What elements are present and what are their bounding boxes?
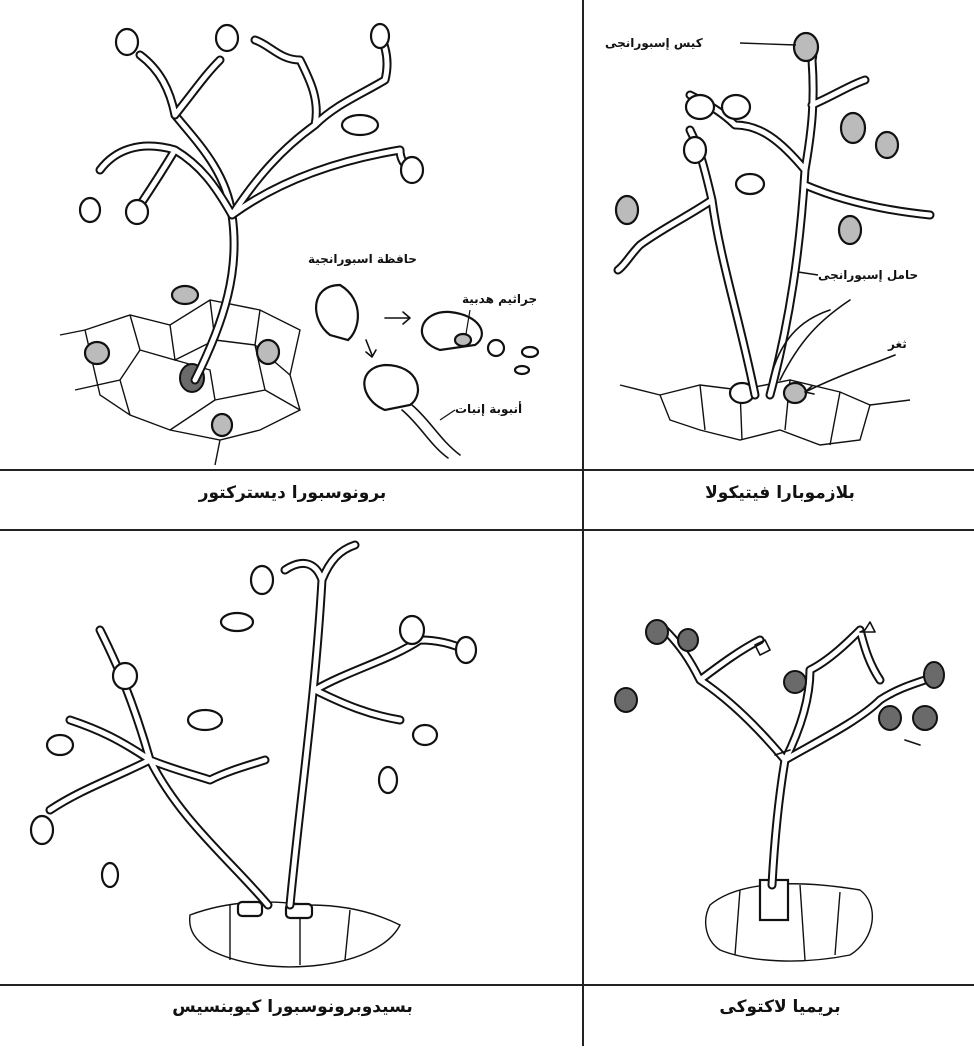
- pseudoperonospora-cubensis-illustration: [31, 545, 476, 967]
- label-germ-tube: أنبوبة إنبات: [455, 402, 522, 416]
- caption-bremia-lactucae: بريميا لاكتوكى: [590, 997, 970, 1017]
- label-sporangium-wall: حافظة اسبورانجية: [308, 252, 417, 266]
- caption-pseudoperonospora-cubensis: بسيدوبرونوسبورا كيوبنسيس: [20, 997, 565, 1017]
- bremia-destructor-illustration: [60, 24, 538, 465]
- sporangiophore-main: [618, 40, 930, 395]
- plasmopara-viticola-illustration: [616, 33, 930, 445]
- sporangiophore-main: [665, 630, 925, 885]
- sporangium-germination-detail: [316, 285, 538, 458]
- label-stoma: ثغر: [888, 337, 907, 351]
- bremia-lactucae-illustration: [615, 620, 944, 961]
- caption-bremia-destructor: برونوسبورا ديستركتور: [20, 483, 565, 503]
- label-sporangiophore: حامل إسبورانجى: [818, 268, 918, 282]
- caption-plasmopara-viticola: بلازموبارا فيتيكولا: [590, 483, 970, 503]
- label-zoospores: جراثيم هدبية: [462, 292, 537, 306]
- host-tissue-cells: [620, 380, 910, 445]
- sporangiophore-main: [50, 545, 465, 905]
- label-sporangium: كيس إسبورانجى: [605, 36, 703, 50]
